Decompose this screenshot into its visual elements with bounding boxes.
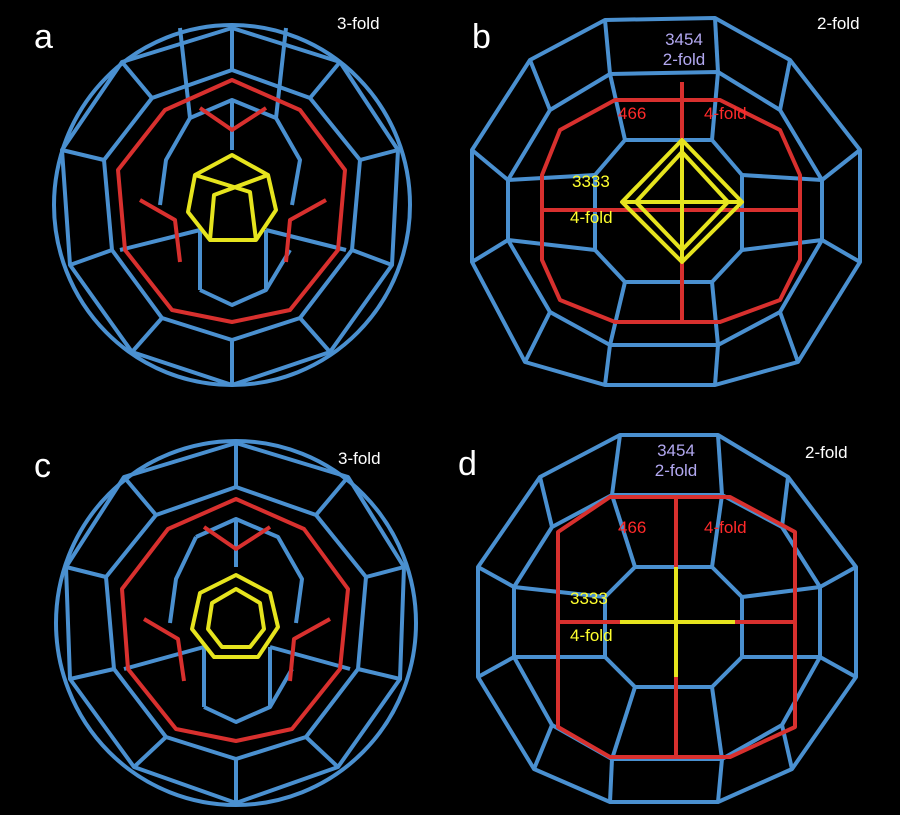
inner-yellow-cage [620,567,735,677]
label-3454-axis: 2-fold [662,49,706,69]
panel-b-cage-drawing [470,16,862,387]
panel-a: a 3-fold [0,0,450,407]
panel-letter: d [458,445,477,483]
panel-letter: b [472,18,491,56]
panel-b: b 2-fold 3454 2-fold 466 4-fold 3333 4-f… [450,0,900,407]
face-label-3454: 3454 2-fold [648,30,720,69]
inner-yellow-cage [186,153,278,242]
face-label-466: 466 [618,518,647,537]
middle-red-cage [116,78,347,324]
panel-a-cage-drawing [52,23,412,387]
axis-label-4-fold-red: 4-fold [704,104,747,123]
outer-blue-cage [470,16,862,387]
label-3454: 3454 [657,441,695,460]
view-axis-label: 3-fold [338,449,381,468]
view-axis-label: 2-fold [817,14,860,33]
panel-c: c 3-fold [0,407,450,815]
label-3454-axis: 2-fold [654,460,698,480]
panel-letter: a [34,18,53,56]
face-label-3333: 3333 [570,589,608,608]
face-label-3333: 3333 [572,172,610,191]
label-3454: 3454 [665,30,703,49]
view-axis-label: 3-fold [337,14,380,33]
face-label-3454: 3454 2-fold [640,441,712,480]
axis-label-4-fold-yellow: 4-fold [570,626,613,645]
view-axis-label: 2-fold [805,443,848,462]
panel-letter: c [34,447,51,485]
panel-d: d 2-fold 3454 2-fold 466 4-fold 3333 4-f… [450,407,900,815]
axis-label-4-fold-yellow: 4-fold [570,208,613,227]
panel-c-cage-drawing [54,439,418,807]
axis-label-4-fold-red: 4-fold [704,518,747,537]
outer-blue-cage [476,433,858,804]
face-label-466: 466 [618,104,647,123]
outer-blue-cage [54,439,418,807]
panel-d-cage-drawing [476,433,858,804]
middle-red-cage [120,497,350,743]
inner-yellow-cage [190,573,280,659]
inner-yellow-cage [620,138,744,264]
outer-blue-cage [52,23,412,387]
